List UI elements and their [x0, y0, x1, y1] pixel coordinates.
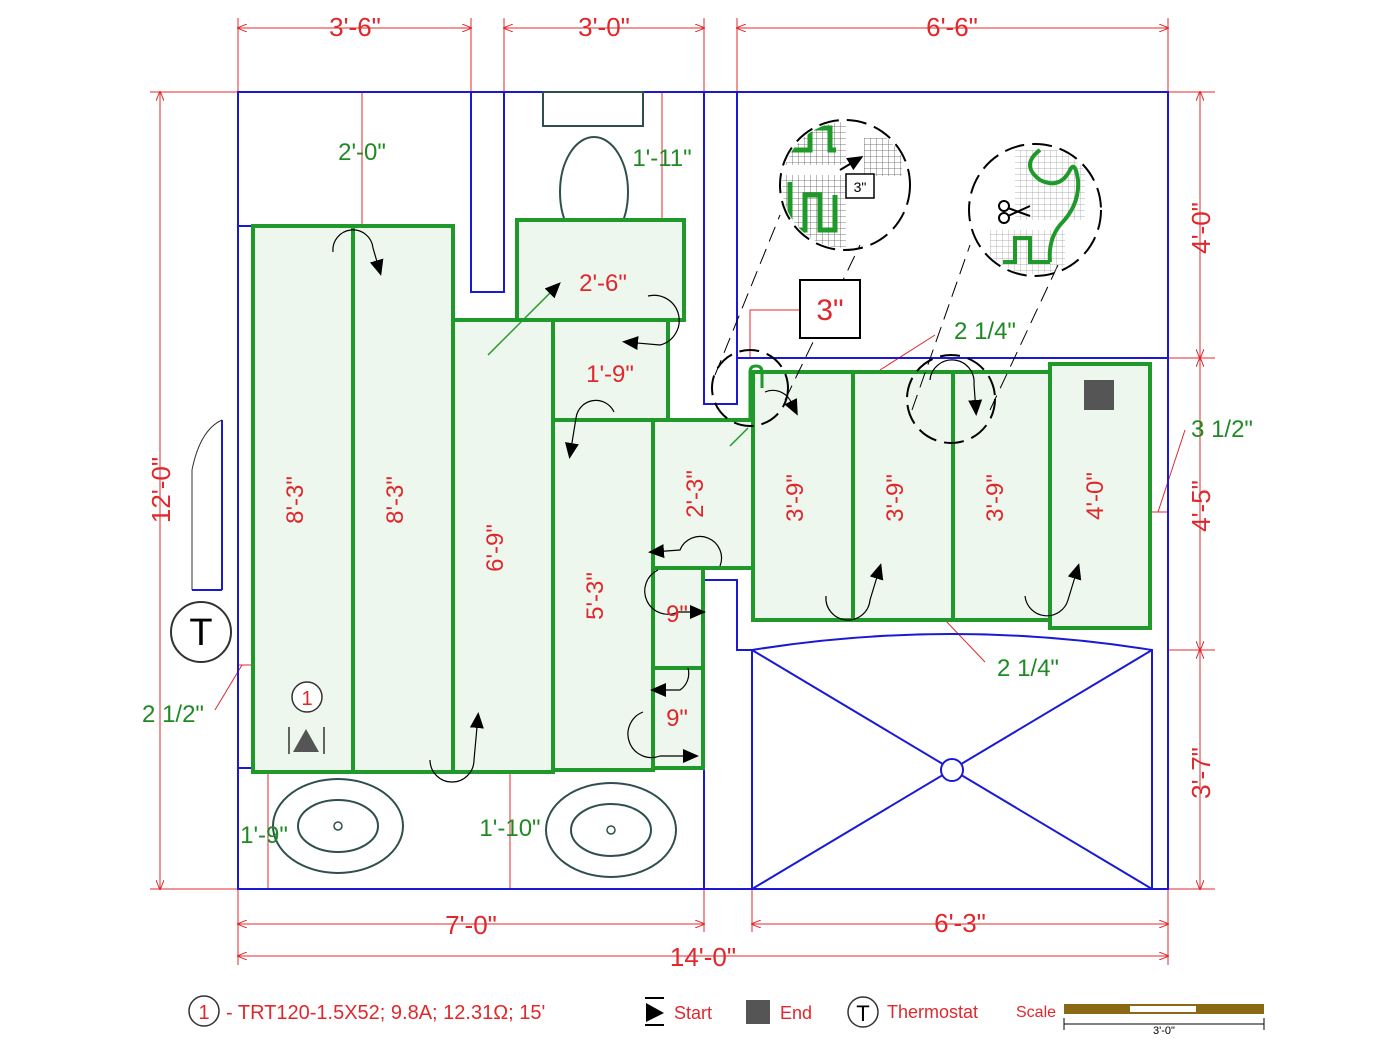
mat-strip-1: [251, 224, 355, 774]
strip-label-1: 8'-3": [282, 476, 309, 524]
legend-thermostat: Thermostat: [887, 1002, 978, 1022]
callout-cut-size: 3": [816, 294, 843, 327]
dim-bottom-left: 7'-0": [445, 910, 497, 940]
clearance-vanity-mid: 1'-10": [479, 815, 540, 842]
strip-label-7: 3'-9": [882, 474, 909, 522]
thermostat-letter: T: [189, 612, 212, 654]
strip-label-2: 8'-3": [382, 476, 409, 524]
strip-label-8: 3'-9": [982, 474, 1009, 522]
heating-mat: [251, 218, 1152, 774]
strip-label-small-b: 9": [666, 705, 688, 732]
mat-strip-5: [651, 418, 755, 570]
sink-left-outer: [272, 778, 404, 874]
legend-marker-number: 1: [198, 1002, 209, 1024]
strip-label-small-a: 9": [666, 601, 688, 628]
clearance-vanity-left: 1'-9": [240, 822, 288, 849]
mat-toilet-top: [515, 218, 686, 322]
toilet-tank: [542, 91, 644, 127]
shower-pan: [751, 633, 1153, 890]
strip-label-3: 6'-9": [482, 524, 509, 572]
door-swing: [191, 419, 223, 590]
clearance-top-left: 2'-0": [338, 139, 386, 166]
mat-strip-6: [751, 370, 855, 622]
fixtures: [191, 91, 1153, 890]
legend-graphics: [188, 995, 1265, 1030]
start-triangle-icon: [293, 729, 319, 752]
dim-right-1: 4'-0": [1186, 202, 1216, 254]
inset-scissors-detail: [990, 148, 1085, 274]
legend-thermostat-symbol: T: [856, 1001, 869, 1026]
clearance-right-edge: 3 1/2": [1191, 416, 1253, 443]
sink-right-outer: [545, 782, 677, 878]
strip-label-6: 3'-9": [782, 474, 809, 522]
strip-label-5: 2'-3": [682, 470, 709, 518]
sink-left-inner: [297, 799, 379, 853]
strip-label-toilet-mid: 1'-9": [586, 361, 634, 388]
dim-top-3: 6'-6": [926, 12, 978, 42]
mat-strip-4: [551, 418, 655, 772]
dim-right-3: 3'-7": [1186, 747, 1216, 799]
scissors-icon: [998, 200, 1031, 224]
clearance-left-wall: 2 1/2": [142, 701, 204, 728]
mat-strip-7: [851, 370, 955, 622]
legend-start: Start: [674, 1003, 712, 1023]
dim-left-height: 12'-0": [146, 457, 176, 523]
legend-scale-value: 3'-0": [1153, 1025, 1175, 1037]
callout-box: [799, 279, 861, 339]
clearance-wall-gap: 2 1/4": [954, 318, 1016, 345]
end-square-icon: [1084, 380, 1114, 410]
strip-label-toilet-top: 2'-6": [579, 270, 627, 297]
legend-product: - TRT120-1.5X52; 9.8A; 12.31Ω; 15': [226, 1002, 545, 1024]
heater-marker-plan: [288, 681, 325, 754]
sink-right-drain: [606, 825, 616, 835]
dimension-lines: [150, 18, 1215, 965]
turn-arrows: [332, 229, 1082, 783]
legend-scale: Scale: [1016, 1004, 1056, 1021]
thermostat-symbol-plan: [170, 601, 232, 663]
sink-left-drain: [333, 821, 343, 831]
inset-cut-size: 3": [854, 179, 867, 195]
dim-top-2: 3'-0": [578, 12, 630, 42]
dim-right-2: 4'-5": [1186, 480, 1216, 532]
mat-toilet-mid: [551, 318, 670, 422]
dim-bottom-right: 6'-3": [934, 908, 986, 938]
strip-label-9: 4'-0": [1082, 472, 1109, 520]
legend-end: End: [780, 1003, 812, 1023]
clearance-toilet: 1'-11": [632, 145, 691, 172]
sink-right-inner: [570, 803, 652, 857]
mat-strip-2: [351, 224, 455, 774]
clearance-shower-gap: 2 1/4": [997, 655, 1059, 682]
dim-top-1: 3'-6": [329, 12, 381, 42]
dim-overall-width: 14'-0": [670, 942, 736, 972]
strip-label-4: 5'-3": [582, 572, 609, 620]
mat-strip-3: [451, 318, 555, 774]
heater-marker-number: 1: [301, 688, 312, 710]
